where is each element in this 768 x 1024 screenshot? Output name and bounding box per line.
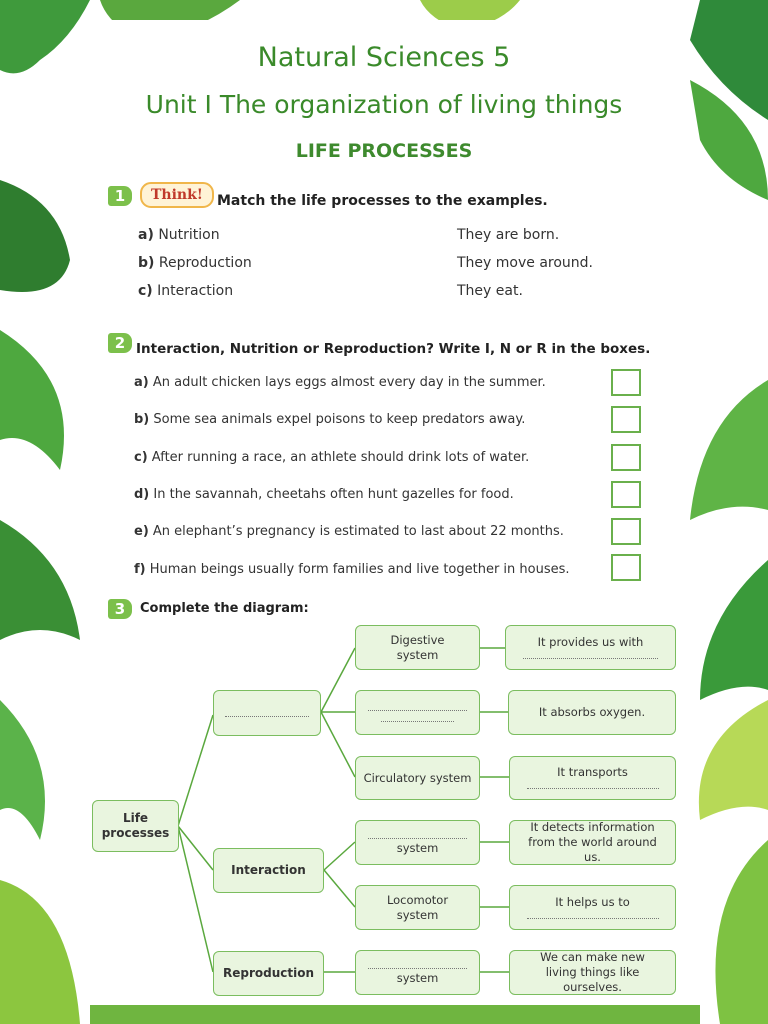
exercise-number-3: 3 <box>108 599 132 619</box>
blank-line <box>526 780 659 789</box>
page-title: Natural Sciences 5 <box>257 42 511 73</box>
node-digestive-system: Digestive system <box>355 625 480 670</box>
example-3: They eat. <box>457 283 523 299</box>
answer-box-f[interactable] <box>611 554 641 581</box>
example-1: They are born. <box>457 227 560 243</box>
node-nervous-system[interactable]: system <box>355 820 480 865</box>
exercise-number-2: 2 <box>108 333 132 353</box>
node-detects: It detects information from the world ar… <box>509 820 676 865</box>
statement-f: f) Human beings usually form families an… <box>134 562 570 577</box>
node-respiratory-blank[interactable] <box>355 690 480 735</box>
process-b: b) Reproduction <box>138 255 252 271</box>
node-make-new: We can make new living things like ourse… <box>509 950 676 995</box>
think-badge: Think! <box>140 182 214 208</box>
blank-line <box>522 650 659 659</box>
process-a: a) Nutrition <box>138 227 220 243</box>
exercise3-instruction: Complete the diagram: <box>140 601 309 616</box>
example-2: They move around. <box>457 255 594 271</box>
exercise1-instruction: Match the life processes to the examples… <box>217 193 548 209</box>
answer-box-d[interactable] <box>611 481 641 508</box>
answer-box-b[interactable] <box>611 406 641 433</box>
answer-box-a[interactable] <box>611 369 641 396</box>
provides-text: It provides us with <box>537 634 644 649</box>
section-title: LIFE PROCESSES <box>295 140 473 162</box>
blank-line <box>368 830 467 839</box>
answer-box-e[interactable] <box>611 518 641 545</box>
node-interaction: Interaction <box>213 848 324 893</box>
node-nutrition-blank[interactable] <box>213 690 321 736</box>
helps-text: It helps us to <box>555 894 630 909</box>
node-reproduction: Reproduction <box>213 951 324 996</box>
exercise2-instruction: Interaction, Nutrition or Reproduction? … <box>136 341 651 357</box>
system-label: system <box>396 970 439 985</box>
node-locomotor-system: Locomotor system <box>355 885 480 930</box>
node-reproductive-system[interactable]: system <box>355 950 480 995</box>
blank-line <box>526 910 659 919</box>
statement-a: a) An adult chicken lays eggs almost eve… <box>134 375 546 390</box>
blank-line <box>368 960 467 969</box>
node-circulatory-system: Circulatory system <box>355 756 480 800</box>
node-helps[interactable]: It helps us to <box>509 885 676 930</box>
answer-box-c[interactable] <box>611 444 641 471</box>
blank-line <box>380 713 455 722</box>
blank-line <box>224 708 310 717</box>
node-absorbs: It absorbs oxygen. <box>508 690 676 735</box>
exercise-number-1: 1 <box>108 186 132 206</box>
node-provides[interactable]: It provides us with <box>505 625 676 670</box>
statement-e: e) An elephant’s pregnancy is estimated … <box>134 524 564 539</box>
transports-text: It transports <box>557 765 628 779</box>
process-c: c) Interaction <box>138 283 234 299</box>
system-label: system <box>396 840 439 855</box>
node-transports[interactable]: It transports <box>509 756 676 800</box>
blank-line <box>368 702 467 711</box>
node-life-processes: Life processes <box>92 800 179 852</box>
statement-b: b) Some sea animals expel poisons to kee… <box>134 412 526 427</box>
unit-title: Unit I The organization of living things <box>145 90 623 119</box>
statement-d: d) In the savannah, cheetahs often hunt … <box>134 487 514 502</box>
statement-c: c) After running a race, an athlete shou… <box>134 450 530 465</box>
